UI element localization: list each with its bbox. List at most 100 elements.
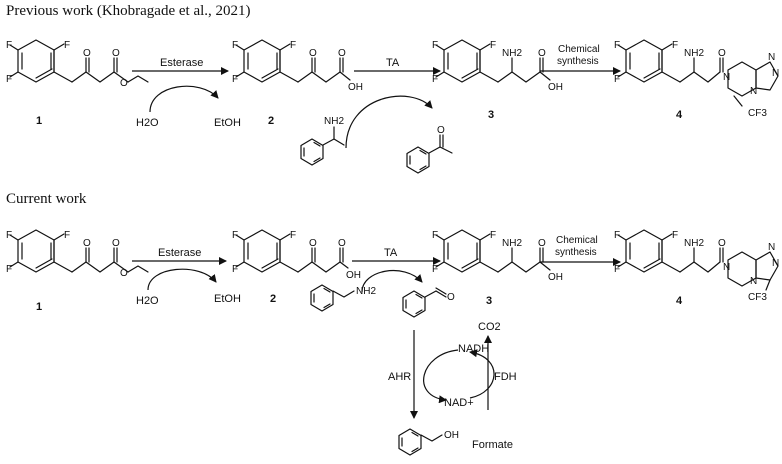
water-label: H2O xyxy=(136,295,159,307)
compound-4-top: NH2 O N N N N CF3 F F F xyxy=(614,39,779,119)
chemical-label: Chemical xyxy=(558,44,600,55)
atom-f: F xyxy=(290,230,296,241)
atom-n: N xyxy=(723,262,730,273)
atom-n: N xyxy=(772,258,779,269)
atom-o: O xyxy=(120,78,128,89)
atom-cf3: CF3 xyxy=(748,292,767,303)
benzyl-alcohol: OH xyxy=(398,428,459,456)
nadh-label: NADH xyxy=(458,343,489,355)
chemical-synthesis-arrow-bottom: Chemical synthesis xyxy=(540,235,621,266)
atom-o: O xyxy=(112,48,120,59)
atom-o: O xyxy=(718,48,726,59)
ahr-label: AHR xyxy=(388,371,411,383)
compound-1-bottom: O O O F F F xyxy=(6,229,149,279)
esterase-label: Esterase xyxy=(160,57,203,69)
ta-label: TA xyxy=(386,57,400,69)
compound-2-bottom: O O OH F F F xyxy=(232,229,361,281)
formate-label: Formate xyxy=(472,439,513,451)
atom-o: O xyxy=(538,48,546,59)
atom-n: N xyxy=(772,68,779,79)
atom-o: O xyxy=(437,125,445,136)
atom-f: F xyxy=(232,264,238,275)
compound-number: 1 xyxy=(36,301,42,313)
atom-o: O xyxy=(112,238,120,249)
atom-f: F xyxy=(432,40,438,51)
atom-f: F xyxy=(6,74,12,85)
nad-plus-label: NAD+ xyxy=(444,397,474,409)
compound-number: 1 xyxy=(36,115,42,127)
atom-n: N xyxy=(750,276,757,287)
atom-f: F xyxy=(290,40,296,51)
ethanol-label: EtOH xyxy=(214,117,241,129)
atom-f: F xyxy=(490,230,496,241)
cofactor-cycle: NADH NAD+ AHR FDH CO2 Formate xyxy=(388,321,517,451)
atom-o: O xyxy=(447,292,455,303)
atom-nh2: NH2 xyxy=(502,48,522,59)
ta-arrow-bottom: TA xyxy=(352,247,441,293)
atom-f: F xyxy=(432,264,438,275)
compound-3-top: NH2 O OH F F F xyxy=(432,39,563,93)
atom-cf3: CF3 xyxy=(748,108,767,119)
compound-number: 2 xyxy=(268,115,274,127)
atom-nh2: NH2 xyxy=(502,238,522,249)
atom-f: F xyxy=(672,40,678,51)
synthesis-label: synthesis xyxy=(557,56,599,67)
atom-f: F xyxy=(614,74,620,85)
atom-f: F xyxy=(614,230,620,241)
atom-nh2: NH2 xyxy=(684,48,704,59)
atom-n: N xyxy=(750,86,757,97)
chemical-synthesis-arrow-top: Chemical synthesis xyxy=(540,44,621,75)
previous-work-title: Previous work (Khobragade et al., 2021) xyxy=(6,3,251,19)
atom-o: O xyxy=(83,48,91,59)
atom-f: F xyxy=(64,230,70,241)
atom-oh: OH xyxy=(548,82,563,93)
water-label: H2O xyxy=(136,117,159,129)
compound-number: 4 xyxy=(676,295,683,307)
atom-o: O xyxy=(338,48,346,59)
atom-f: F xyxy=(432,230,438,241)
atom-f: F xyxy=(232,230,238,241)
esterase-arrow-bottom: Esterase H2O EtOH xyxy=(132,247,241,307)
atom-n: N xyxy=(768,52,775,63)
atom-f: F xyxy=(232,74,238,85)
atom-oh: OH xyxy=(444,430,459,441)
atom-o: O xyxy=(718,238,726,249)
atom-f: F xyxy=(232,40,238,51)
compound-number: 4 xyxy=(676,109,683,121)
current-work-title: Current work xyxy=(6,191,87,207)
atom-oh: OH xyxy=(348,82,363,93)
compound-3-bottom: NH2 O OH F F F xyxy=(432,229,563,283)
atom-f: F xyxy=(672,230,678,241)
esterase-label: Esterase xyxy=(158,247,201,259)
ethanol-label: EtOH xyxy=(214,293,241,305)
atom-oh: OH xyxy=(346,270,361,281)
atom-n: N xyxy=(723,72,730,83)
atom-f: F xyxy=(614,264,620,275)
atom-o: O xyxy=(83,238,91,249)
compound-1-top: O O O F F F xyxy=(6,39,149,89)
compound-number: 2 xyxy=(270,293,276,305)
atom-o: O xyxy=(538,238,546,249)
atom-o: O xyxy=(120,268,128,279)
atom-f: F xyxy=(6,40,12,51)
ta-label: TA xyxy=(384,247,398,259)
atom-o: O xyxy=(309,238,317,249)
benzylamine: NH2 xyxy=(310,284,376,312)
atom-f: F xyxy=(6,230,12,241)
atom-o: O xyxy=(338,238,346,249)
atom-nh2: NH2 xyxy=(684,238,704,249)
atom-f: F xyxy=(614,40,620,51)
atom-nh2: NH2 xyxy=(356,286,376,297)
atom-f: F xyxy=(6,264,12,275)
fdh-label: FDH xyxy=(494,371,517,383)
ta-arrow-top: TA xyxy=(345,57,441,149)
compound-4-bottom: NH2 O N N N N CF3 F F F xyxy=(614,229,779,303)
chemical-label: Chemical xyxy=(556,235,598,246)
atom-oh: OH xyxy=(548,272,563,283)
phenylethylamine: NH2 xyxy=(300,116,345,166)
synthesis-label: synthesis xyxy=(555,247,597,258)
compound-2-top: O O OH F F F xyxy=(232,39,363,93)
co2-label: CO2 xyxy=(478,321,501,333)
compound-number: 3 xyxy=(488,109,494,121)
